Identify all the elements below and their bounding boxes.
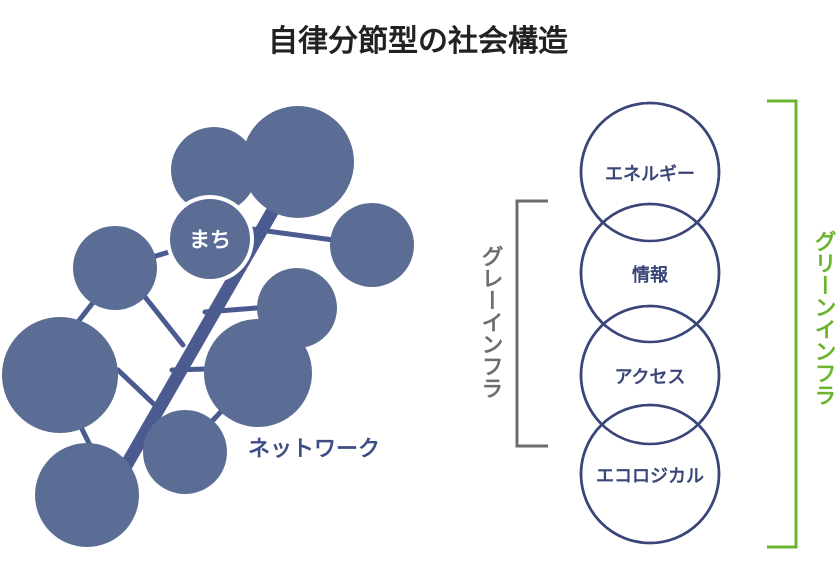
gray-bracket-line — [515, 199, 548, 448]
energy-layer-outline — [579, 101, 721, 243]
network-node — [143, 410, 227, 494]
network-cluster: まち ネットワーク — [2, 106, 414, 547]
town-node — [166, 195, 254, 283]
network-node — [330, 203, 414, 287]
ecological-layer-outline — [579, 403, 721, 545]
ecological-layer-label: エコロジカル — [596, 466, 704, 487]
gray-infrastructure-bracket: グレーインフラ — [478, 199, 548, 448]
network-node — [204, 319, 312, 427]
network-label: ネットワーク — [248, 437, 380, 462]
network-nodes — [2, 106, 414, 547]
diagram-title: 自律分節型の社会構造 — [268, 24, 568, 59]
green-infrastructure-label: グリーンインフラ — [811, 230, 837, 406]
information-layer-label: 情報 — [632, 264, 669, 286]
network-node — [171, 127, 257, 213]
access-layer-outline — [579, 304, 721, 446]
green-bracket-line — [767, 99, 798, 549]
network-edge — [115, 367, 161, 411]
information-layer-outline — [579, 202, 721, 344]
network-node — [73, 226, 157, 310]
infrastructure-layer-stack: エネルギー 情報 アクセス エコロジカル — [579, 101, 721, 545]
network-node — [35, 443, 139, 547]
access-layer-label: アクセス — [614, 367, 685, 388]
network-node — [2, 317, 118, 433]
green-infrastructure-bracket: グリーンインフラ — [767, 99, 837, 549]
gray-infrastructure-label: グレーインフラ — [478, 245, 504, 399]
energy-layer-label: エネルギー — [605, 164, 695, 185]
town-node-label: まち — [189, 228, 231, 252]
network-node — [242, 106, 354, 218]
